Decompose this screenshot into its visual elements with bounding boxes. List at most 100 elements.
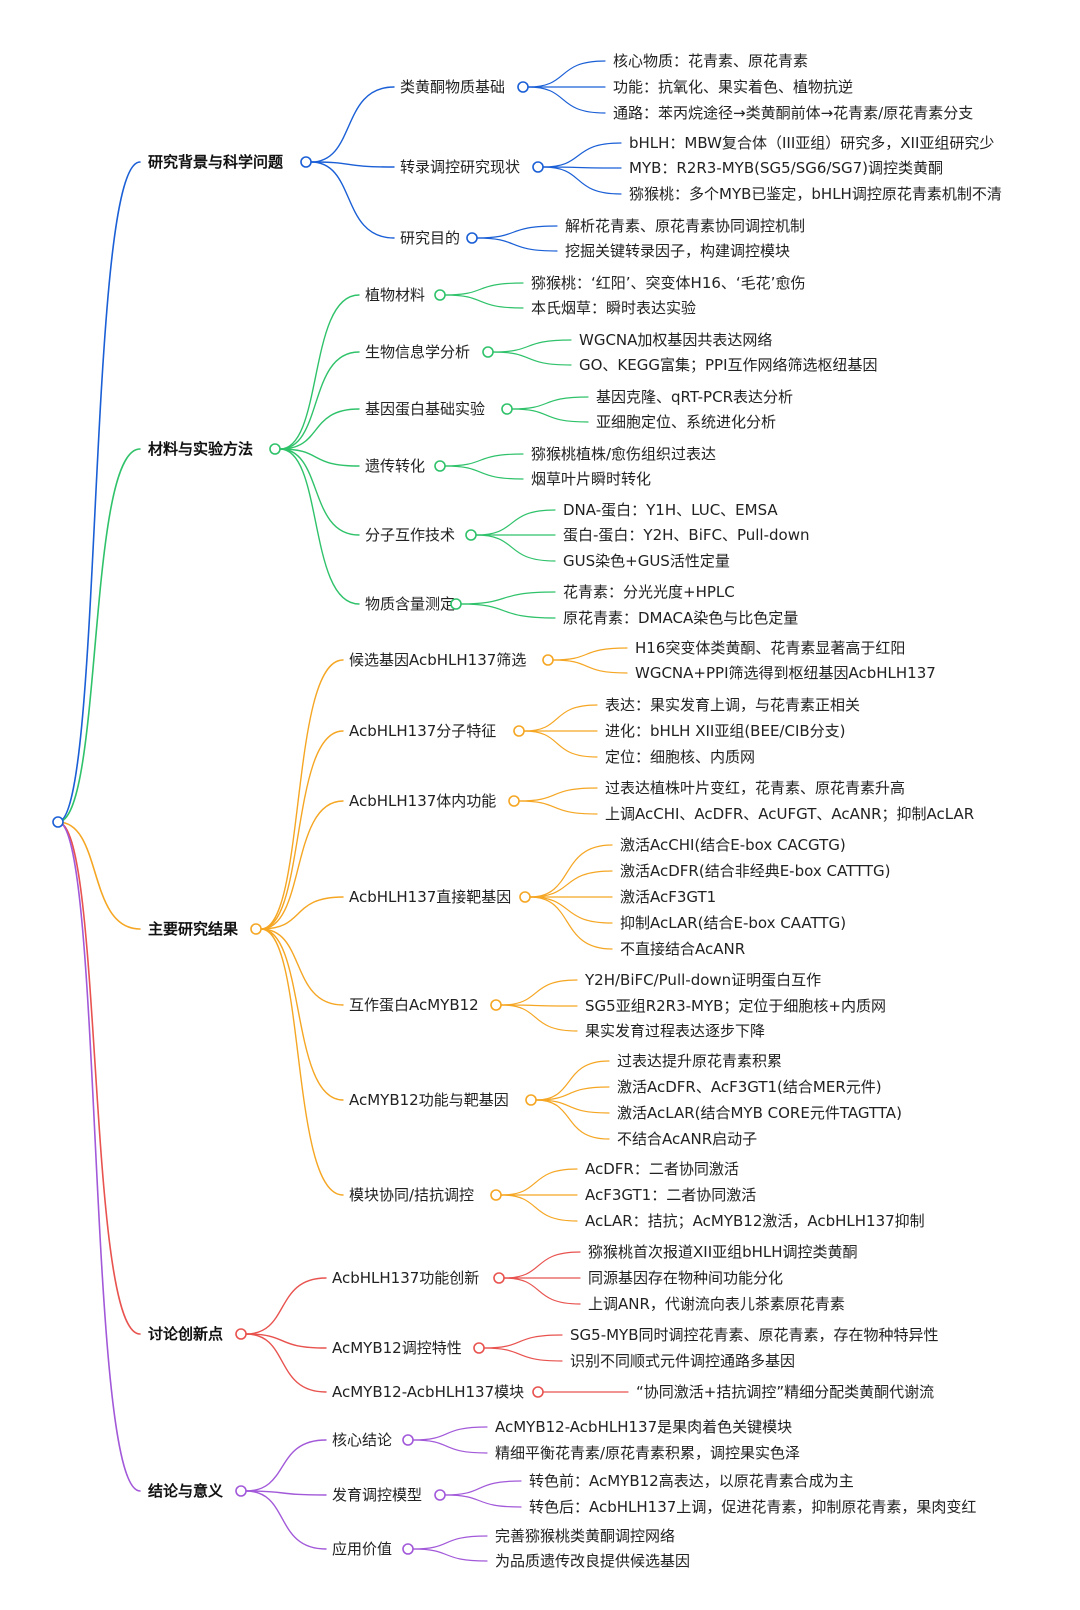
child-connector — [279, 448, 360, 605]
topic-node[interactable] — [542, 654, 554, 666]
leaf-label: 猕猴桃：多个MYB已鉴定，bHLH调控原花青素机制不清 — [629, 185, 1002, 203]
topic-node[interactable] — [508, 795, 520, 807]
topic-node[interactable] — [465, 529, 477, 541]
leaf-label: 蛋白-蛋白：Y2H、BiFC、Pull-down — [563, 526, 809, 544]
topic-node[interactable] — [482, 346, 494, 358]
child-connector — [245, 1333, 327, 1349]
child-connector — [279, 294, 360, 450]
topic-label: 模块协同/拮抗调控 — [349, 1186, 474, 1204]
leaf-label: GO、KEGG富集；PPI互作网络筛选枢纽基因 — [579, 356, 878, 374]
leaf-label: 猕猴桃植株/愈伤组织过表达 — [531, 445, 716, 463]
child-connector — [245, 1277, 327, 1335]
leaf-label: bHLH：MBW复合体（III亚组）研究多，XII亚组研究少 — [629, 134, 994, 152]
leaf-label: 激活AcF3GT1 — [620, 888, 716, 906]
leaf-label: Y2H/BiFC/Pull-down证明蛋白互作 — [584, 971, 821, 989]
leaf-label: AcLAR：拮抗；AcMYB12激活，AcbHLH137抑制 — [585, 1212, 925, 1230]
branch-label: 结论与意义 — [148, 1482, 223, 1500]
topic-node[interactable] — [493, 1272, 505, 1284]
topic-label: 候选基因AcbHLH137筛选 — [349, 651, 526, 669]
topic-node[interactable] — [473, 1342, 485, 1354]
leaf-connector — [500, 1004, 578, 1007]
topic-node[interactable] — [525, 1094, 537, 1106]
topic-node[interactable] — [517, 81, 529, 93]
leaf-label: H16突变体类黄酮、花青素显著高于红阳 — [635, 639, 905, 657]
leaf-label: WGCNA加权基因共表达网络 — [579, 331, 772, 349]
leaf-label: WGCNA+PPI筛选得到枢纽基因AcbHLH137 — [635, 664, 936, 682]
leaf-label: SG5亚组R2R3-MYB；定位于细胞核+内质网 — [585, 997, 886, 1015]
leaf-connector — [444, 1480, 522, 1496]
child-connector — [260, 928, 344, 1196]
branch-node[interactable] — [250, 923, 262, 935]
child-connector — [260, 659, 344, 930]
topic-label: 遗传转化 — [365, 457, 425, 475]
branch-node[interactable] — [269, 443, 281, 455]
branch-connector — [57, 161, 141, 823]
root-node[interactable] — [52, 816, 64, 828]
leaf-label: 同源基因存在物种间功能分化 — [588, 1269, 783, 1287]
branch-label: 材料与实验方法 — [148, 440, 253, 458]
child-connector — [245, 1439, 327, 1492]
leaf-connector — [475, 509, 556, 536]
leaf-connector — [500, 1194, 578, 1222]
leaf-label: 完善猕猴桃类黄酮调控网络 — [495, 1527, 675, 1545]
topic-node[interactable] — [501, 403, 513, 415]
leaf-label: SG5-MYB同时调控花青素、原花青素，存在物种特异性 — [570, 1326, 939, 1344]
topic-label: 应用价值 — [332, 1540, 392, 1558]
topic-node[interactable] — [434, 460, 446, 472]
topic-node[interactable] — [532, 1386, 544, 1398]
topic-node[interactable] — [402, 1434, 414, 1446]
topic-label: AcbHLH137直接靶基因 — [349, 888, 511, 906]
topic-node[interactable] — [490, 1189, 502, 1201]
leaf-label: 激活AcLAR(结合MYB CORE元件TAGTTA) — [617, 1104, 902, 1122]
leaf-connector — [511, 396, 589, 410]
topic-node[interactable] — [519, 891, 531, 903]
leaf-connector — [529, 896, 613, 950]
branch-connector — [57, 821, 141, 930]
leaf-connector — [492, 351, 572, 366]
leaf-connector — [527, 86, 606, 114]
leaf-connector — [511, 408, 589, 423]
leaf-label: 解析花青素、原花青素协同调控机制 — [565, 217, 805, 235]
topic-node[interactable] — [434, 1489, 446, 1501]
topic-node[interactable] — [450, 598, 462, 610]
topic-node[interactable] — [466, 232, 478, 244]
branch-node[interactable] — [300, 156, 312, 168]
branch-connector — [57, 448, 141, 823]
child-connector — [279, 448, 360, 467]
child-connector — [260, 800, 344, 930]
child-connector — [310, 161, 395, 168]
leaf-label: AcDFR：二者协同激活 — [585, 1160, 739, 1178]
topic-node[interactable] — [532, 161, 544, 173]
leaf-connector — [500, 1004, 578, 1032]
topic-label: AcbHLH137体内功能 — [349, 792, 496, 810]
topic-node[interactable] — [402, 1543, 414, 1555]
leaf-label: 通路：苯丙烷途径→类黄酮前体→花青素/原花青素分支 — [613, 104, 973, 122]
branch-node[interactable] — [235, 1485, 247, 1497]
child-connector — [245, 1490, 327, 1550]
leaf-connector — [542, 142, 622, 168]
child-connector — [279, 408, 360, 450]
topic-label: 植物材料 — [365, 286, 425, 304]
topic-node[interactable] — [490, 999, 502, 1011]
leaf-connector — [552, 647, 628, 661]
child-connector — [260, 928, 344, 1006]
leaf-label: 烟草叶片瞬时转化 — [531, 470, 651, 488]
leaf-label: AcMYB12-AcbHLH137是果肉着色关键模块 — [495, 1418, 792, 1436]
child-connector — [260, 928, 344, 1101]
topic-label: AcMYB12-AcbHLH137模块 — [332, 1383, 524, 1401]
leaf-connector — [542, 166, 622, 195]
leaf-label: 基因克隆、qRT-PCR表达分析 — [596, 388, 793, 406]
topic-node[interactable] — [513, 725, 525, 737]
leaf-connector — [492, 339, 572, 353]
leaf-label: 猕猴桃首次报道XII亚组bHLH调控类黄酮 — [588, 1243, 858, 1261]
branch-node[interactable] — [235, 1328, 247, 1340]
topic-label: AcbHLH137分子特征 — [349, 722, 496, 740]
leaf-connector — [444, 453, 524, 467]
topic-label: 类黄酮物质基础 — [400, 78, 505, 96]
leaf-label: “协同激活+拮抗调控”精细分配类黄酮代谢流 — [636, 1383, 934, 1401]
topic-node[interactable] — [434, 289, 446, 301]
child-connector — [279, 448, 360, 536]
leaf-label: MYB：R2R3-MYB(SG5/SG6/SG7)调控类黄酮 — [629, 159, 943, 177]
child-connector — [245, 1333, 327, 1393]
